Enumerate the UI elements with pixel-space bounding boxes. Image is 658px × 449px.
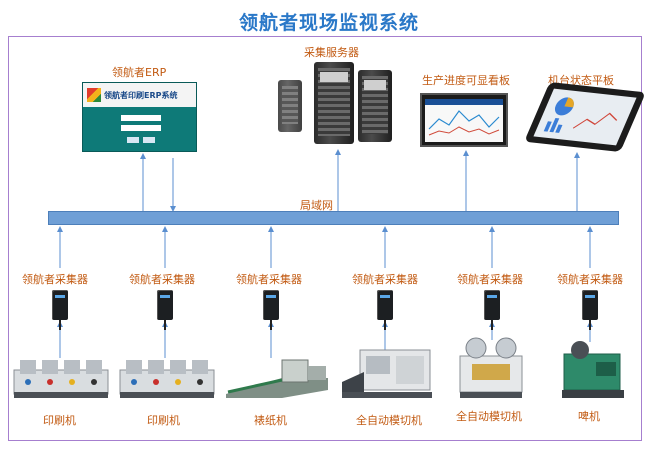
machine-label: 啤机 [578, 410, 600, 423]
erp-label: 领航者ERP [112, 66, 167, 79]
tablet-chart-icon [543, 97, 618, 133]
server-rack-icon [278, 80, 302, 132]
die-cutting-machine-icon [342, 349, 432, 398]
lan-bus [48, 211, 619, 225]
server-tower-icon [358, 70, 392, 142]
machine-label: 全自动模切机 [356, 414, 422, 427]
die-press-icon [562, 341, 624, 398]
collector-label: 领航者采集器 [129, 273, 195, 286]
board-label: 生产进度可显看板 [422, 74, 510, 87]
progress-board-icon [420, 93, 508, 147]
collector-label: 领航者采集器 [236, 273, 302, 286]
server-tower-icon [314, 62, 354, 144]
diagram-frame [8, 36, 642, 441]
collector-device-icon [157, 290, 173, 330]
die-cutting-machine-icon [459, 337, 523, 398]
collector-device-icon [582, 290, 598, 330]
erp-logo-icon [87, 88, 101, 102]
collector-device-icon [263, 290, 279, 330]
collector-device-icon [484, 290, 500, 330]
collector-device-icon [377, 290, 393, 330]
machine-label: 裱纸机 [254, 414, 287, 427]
lan-label: 局域网 [300, 199, 333, 212]
collector-label: 领航者采集器 [457, 273, 523, 286]
tablet-icon [524, 81, 646, 153]
printing-press-icon [13, 360, 109, 398]
machine-label: 全自动模切机 [456, 410, 522, 423]
printing-press-icon [119, 360, 215, 398]
machine-label: 印刷机 [147, 414, 180, 427]
erp-screen: 领航者印刷ERP系统 [82, 82, 197, 152]
collector-label: 领航者采集器 [22, 273, 88, 286]
laminating-machine-icon [226, 359, 328, 398]
server-label: 采集服务器 [304, 46, 359, 59]
collector-device-icon [52, 290, 68, 330]
progress-chart-icon [425, 99, 503, 136]
page-title: 领航者现场监视系统 [238, 12, 419, 34]
collector-label: 领航者采集器 [557, 273, 623, 286]
collector-label: 领航者采集器 [352, 273, 418, 286]
erp-screen-title: 领航者印刷ERP系统 [104, 90, 178, 100]
machine-label: 印刷机 [43, 414, 76, 427]
